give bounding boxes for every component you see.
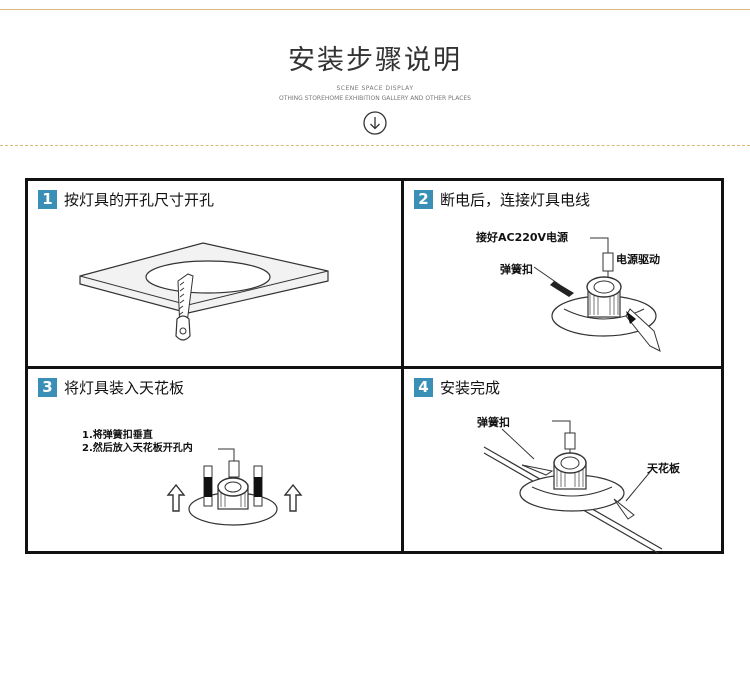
arrow-up-left-icon [166, 483, 186, 512]
step-1-title: 按灯具的开孔尺寸开孔 [64, 191, 215, 209]
instruction-line-2: 2.然后放入天花板开孔内 [82, 443, 193, 454]
step-4-panel: 4 安装完成 弹簧扣 天花板 [404, 369, 721, 554]
page-title: 安装步骤说明 [288, 45, 462, 76]
step-3-number: 3 [38, 378, 57, 397]
step-2-number: 2 [414, 190, 433, 209]
ceiling-cutout-illustration [79, 242, 329, 341]
grid-divider-horizontal [28, 366, 721, 369]
step-2-panel: 2 断电后，连接灯具电线 接好AC220V电源 电源驱动 弹簧扣 [404, 181, 721, 366]
label-ac-power: 接好AC220V电源 [476, 231, 569, 244]
step-1-panel: 1 按灯具的开孔尺寸开孔 [28, 181, 401, 366]
top-divider [0, 9, 750, 10]
step-2-title: 断电后，连接灯具电线 [440, 191, 591, 209]
label-ceiling: 天花板 [647, 462, 680, 475]
arrow-up-right-icon [283, 483, 303, 512]
step-1-number: 1 [38, 190, 57, 209]
step-4-title: 安装完成 [440, 379, 501, 397]
label-power-driver: 电源驱动 [616, 253, 660, 266]
section-divider [0, 145, 750, 146]
scroll-down-icon[interactable] [363, 111, 387, 135]
installed-illustration [483, 420, 663, 554]
instruction-line-1: 1.将弹簧扣垂直 [82, 430, 153, 441]
label-spring-clip: 弹簧扣 [500, 263, 533, 276]
step-4-number: 4 [414, 378, 433, 397]
label-spring-clip-installed: 弹簧扣 [477, 416, 510, 429]
steps-grid: 1 按灯具的开孔尺寸开孔 2 断电后，连接灯具电线 接好AC220V电源 电源驱… [25, 178, 724, 554]
insertion-illustration [166, 448, 303, 526]
wiring-illustration [533, 237, 661, 352]
subtitle-line-2: OTHING STOREHOME EXHIBITION GALLERY AND … [279, 95, 471, 102]
step-3-panel: 3 将灯具装入天花板 1.将弹簧扣垂直 2.然后放入天花板开孔内 [28, 369, 401, 551]
subtitle-line-1: SCENE SPACE DISPLAY [336, 85, 414, 92]
step-3-title: 将灯具装入天花板 [64, 379, 185, 397]
